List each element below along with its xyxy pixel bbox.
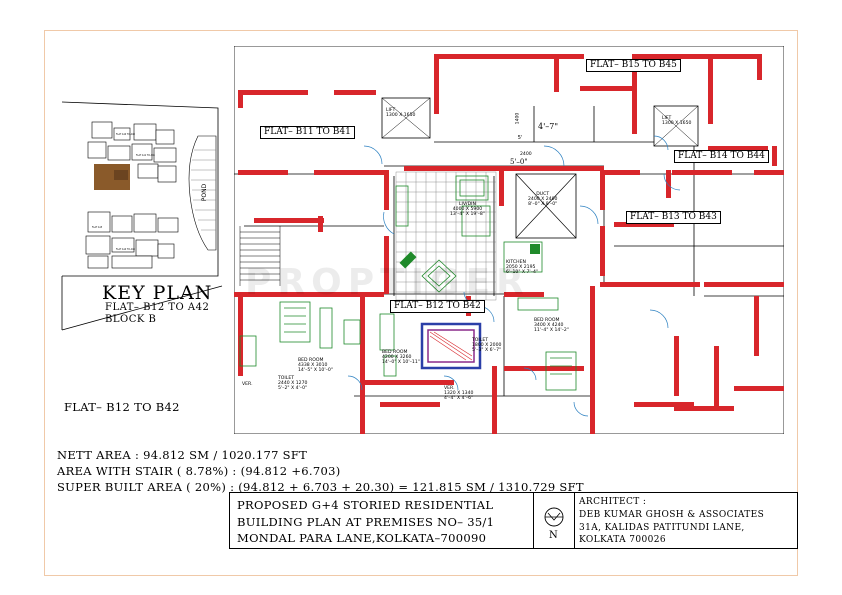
floor-plan: 5' FLAT– B11 TO B41 FLAT– B15 TO B45 FLA…	[233, 45, 785, 435]
north-label: N	[549, 530, 558, 541]
north-cell: N	[533, 493, 575, 548]
verandah-2-label: VER. 1320 X 1340 4'–4" X 4'–6"	[444, 386, 474, 401]
stair-well	[420, 322, 482, 370]
svg-text:FLAT A11 TO A41: FLAT A11 TO A41	[136, 154, 156, 157]
flat-label-b15: FLAT– B15 TO B45	[586, 59, 681, 72]
flat-caption: FLAT– B12 TO B42	[64, 400, 180, 414]
lift-2-label: LIFT 1300 X 1650	[662, 116, 692, 126]
key-plan-title: KEY PLAN	[102, 282, 213, 304]
watermark: PROPTIGER	[245, 262, 530, 303]
project-line-3: MONDAL PARA LANE,KOLKATA–700090	[237, 531, 487, 545]
floor-plan-drawing: 5'	[233, 45, 785, 435]
verandah-1-label: VER.	[242, 382, 253, 387]
flat-label-b11: FLAT– B11 TO B41	[260, 126, 355, 139]
lift-1-label: LIFT 1300 X 1650	[386, 108, 416, 118]
corridor-width: 4'–7"	[538, 122, 559, 131]
livdin-label: LIV/DIN 4000 X 5900 13'–4" X 19'–8"	[450, 202, 485, 217]
svg-text:FLAT A14 TO A44: FLAT A14 TO A44	[116, 248, 136, 251]
flat-label-b14: FLAT– B14 TO B44	[674, 150, 769, 163]
toilet-1-label: TOILET 2440 X 1270 5'–2" X 4'–0"	[278, 376, 308, 391]
architect-name: DEB KUMAR GHOSH & ASSOCIATES	[579, 510, 765, 520]
svg-text:5': 5'	[518, 135, 523, 141]
bedroom-1-label: BED ROOM 4338 X 3010 14'–5" X 10'–0"	[298, 358, 333, 373]
kitchen-label: KITCHEN 2050 X 2195 6'–10" X 7'–4"	[506, 260, 539, 275]
area-with-stair: AREA WITH STAIR ( 8.78%) : (94.812 +6.70…	[57, 464, 341, 478]
project-line-1: PROPOSED G+4 STORIED RESIDENTIAL	[237, 498, 494, 512]
duct-label: DUCT 2400 X 2400 8'–0" X 8'–0"	[528, 192, 558, 207]
architect-address-1: 31A, KALIDAS PATITUNDI LANE,	[579, 523, 745, 533]
toilet-2-label: TOILET 1800 X 2000 5'–3" X 6'–7"	[472, 338, 502, 353]
bedroom-2-label: BED ROOM 4200 X 3260 14'–0" X 10'–11"	[382, 350, 420, 365]
project-line-2: BUILDING PLAN AT PREMISES NO– 35/1	[237, 515, 495, 529]
architect-heading: ARCHITECT :	[579, 497, 647, 507]
super-built-area: SUPER BUILT AREA ( 20%) : (94.812 + 6.70…	[57, 480, 584, 494]
title-block: PROPOSED G+4 STORIED RESIDENTIAL BUILDIN…	[229, 492, 798, 549]
nett-area: NETT AREA : 94.812 SM / 1020.177 SFT	[57, 448, 308, 462]
corridor-mm-2: 2400	[520, 152, 532, 157]
flat-label-b12: FLAT– B12 TO B42	[390, 300, 485, 313]
corridor-width-2: 5'–0"	[510, 158, 528, 166]
flat-label-b13: FLAT– B13 TO B43	[626, 211, 721, 224]
key-plan-flat: FLAT– B12 TO A42	[105, 302, 210, 313]
architect-address-2: KOLKATA 700026	[579, 535, 667, 545]
bedroom-3-label: BED ROOM 3400 X 4240 11'–4" X 14'–2"	[534, 318, 569, 333]
furniture	[239, 175, 577, 391]
north-arrow-icon	[544, 507, 564, 527]
key-plan-block: BLOCK B	[105, 314, 157, 325]
svg-text:FLAT A10 TO A40: FLAT A10 TO A40	[116, 133, 136, 136]
furniture-accent	[399, 244, 540, 269]
corridor-mm-1: 1400	[515, 112, 521, 125]
svg-text:FLAT A15: FLAT A15	[92, 226, 103, 229]
sheet-border	[44, 30, 798, 576]
pond-label: POND	[201, 183, 209, 202]
walls	[234, 54, 784, 434]
